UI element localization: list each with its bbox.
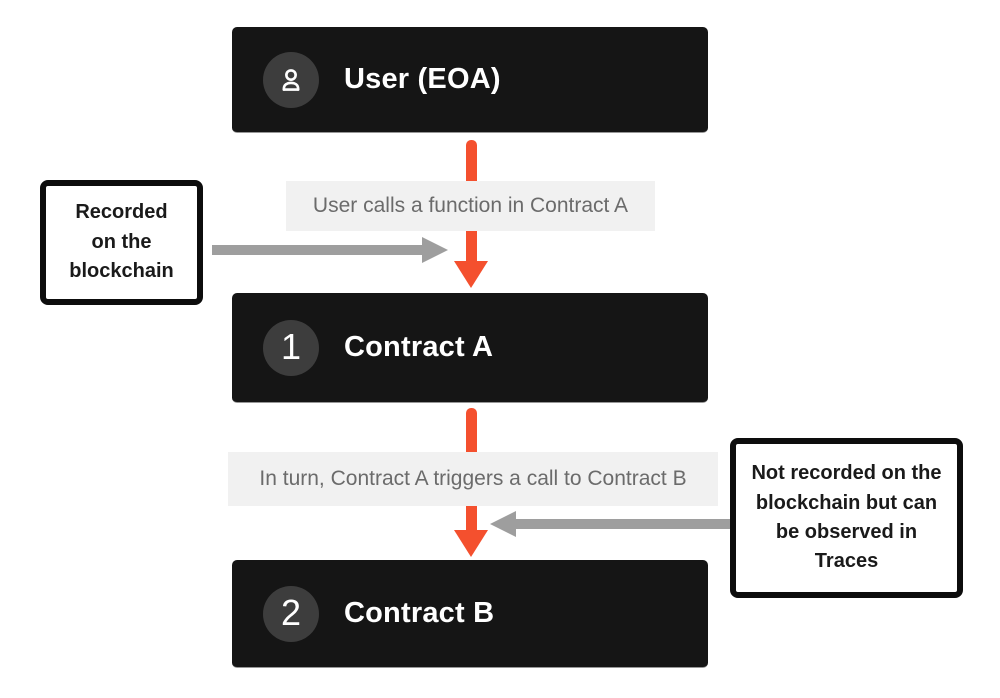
step-badge-2: 2 (263, 585, 319, 642)
callout-not-recorded-traces: Not recorded on the blockchain but can b… (730, 438, 963, 598)
edge-label-contract-call: In turn, Contract A triggers a call to C… (228, 452, 718, 506)
callout-text: Not recorded on the blockchain but can b… (751, 462, 942, 573)
callout-recorded-on-blockchain: Recorded on the blockchain (40, 180, 203, 305)
step-number: 2 (280, 591, 302, 633)
flow-arrow-contract-a-to-b-head (454, 530, 488, 557)
node-title-user: User (EOA) (344, 63, 501, 95)
edge-label-user-call: User calls a function in Contract A (286, 181, 655, 231)
annotation-arrow-recorded-head (422, 237, 448, 263)
user-icon (282, 68, 300, 91)
node-user-eoa: User (EOA) (232, 27, 708, 133)
node-title-contract-a: Contract A (344, 331, 494, 363)
step-number: 1 (280, 325, 302, 367)
edge-label-text: User calls a function in Contract A (312, 194, 629, 217)
annotation-arrow-not-recorded-shaft (516, 519, 730, 529)
flow-arrow-user-to-contract-a-head (454, 261, 488, 288)
annotation-arrow-recorded-shaft (212, 245, 422, 255)
node-contract-a: 1 Contract A (232, 293, 708, 403)
step-badge-1: 1 (263, 319, 319, 376)
node-contract-b: 2 Contract B (232, 560, 708, 668)
annotation-arrow-not-recorded-head (490, 511, 516, 537)
edge-label-text: In turn, Contract A triggers a call to C… (259, 467, 687, 490)
user-avatar (263, 51, 319, 108)
callout-text: Recorded on the blockchain (69, 201, 174, 283)
node-title-contract-b: Contract B (344, 597, 495, 629)
